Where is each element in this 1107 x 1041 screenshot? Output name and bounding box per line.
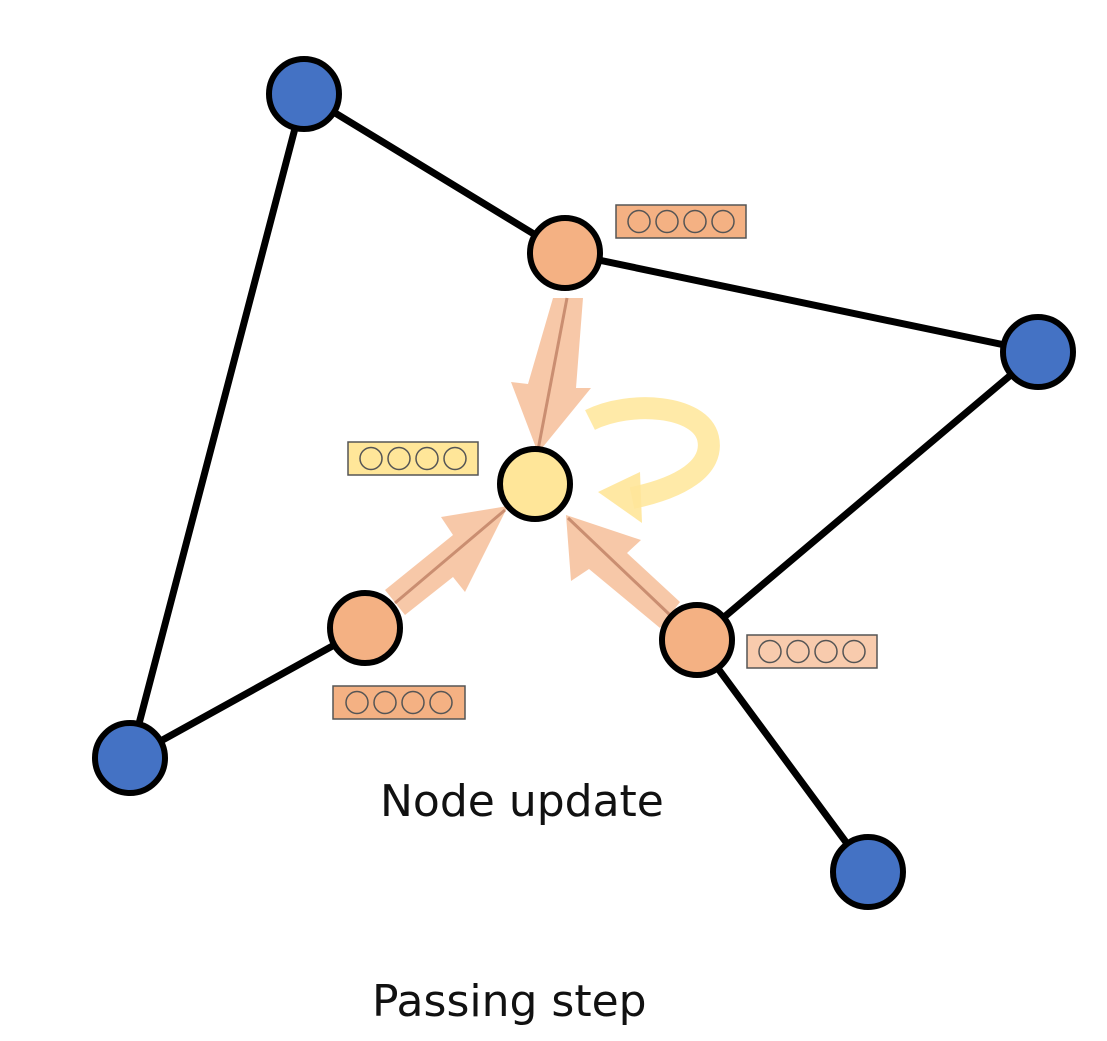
node-update-caption: Node update	[380, 776, 664, 827]
message-arrow-left	[385, 506, 508, 615]
outer-node-bottom-right	[830, 834, 906, 910]
edge-neighbor-top-outer-right	[561, 249, 1042, 356]
feature-vector-left	[332, 685, 466, 720]
edge-outer-top-left-outer-bottom-left	[126, 90, 308, 762]
edge-outer-bottom-left-neighbor-left	[126, 624, 369, 762]
feature-vector-right	[746, 634, 878, 669]
edges	[126, 90, 1042, 876]
self-loop-arrow	[585, 397, 720, 523]
neighbor-node-right	[659, 602, 735, 678]
edge-outer-right-neighbor-right	[693, 348, 1042, 644]
feature-vector-top	[615, 204, 747, 239]
outer-node-top-left	[266, 56, 342, 132]
edge-outer-top-left-neighbor-top	[300, 90, 569, 257]
passing-step-caption: Passing step	[372, 976, 647, 1027]
message-arrow-top	[511, 297, 591, 453]
nodes	[92, 56, 1076, 910]
neighbor-node-top	[527, 215, 603, 291]
center-node	[497, 446, 573, 522]
message-arrow-right	[566, 515, 680, 628]
feature-vector-center	[347, 441, 479, 476]
outer-node-bottom-left	[92, 720, 168, 796]
edge-neighbor-right-outer-bottom-right	[693, 636, 872, 876]
neighbor-node-left	[327, 590, 403, 666]
outer-node-right	[1000, 314, 1076, 390]
message-arrows	[385, 297, 680, 628]
